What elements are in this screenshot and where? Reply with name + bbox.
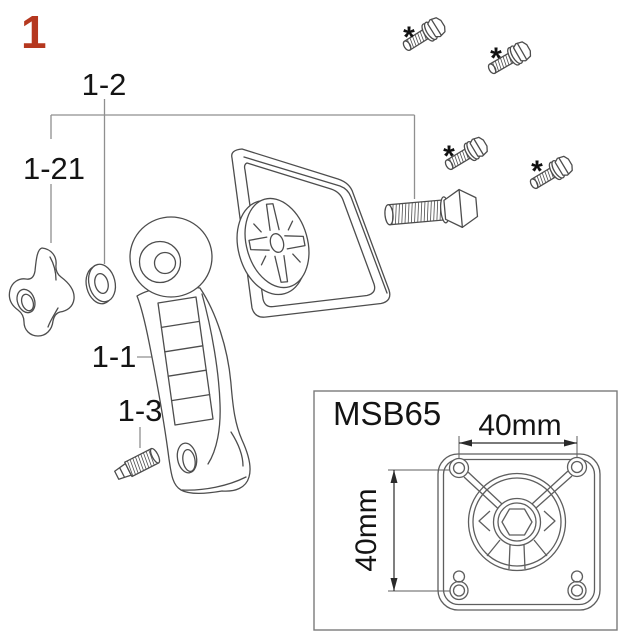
callout-label-setscrew: 1-3 xyxy=(118,393,163,428)
flange-screws: * * * * xyxy=(398,14,576,195)
callout-leader-lines xyxy=(50,99,416,448)
callout-label-washer: 1-2 xyxy=(82,67,127,102)
notch-left xyxy=(478,510,491,532)
washer-hole xyxy=(94,273,109,294)
arm-head-socket xyxy=(153,251,177,275)
boss-spline-star xyxy=(243,202,312,284)
asterisk-marker-4: * xyxy=(531,155,543,188)
asterisk-marker-3: * xyxy=(443,140,455,173)
dimension-width-label: 40mm xyxy=(478,409,561,442)
hole-top-left xyxy=(448,457,470,479)
set-screw xyxy=(114,447,161,480)
hole-top-right xyxy=(566,456,588,478)
dimension-height: 40mm xyxy=(350,469,450,592)
arm-bottom-hole-inner xyxy=(182,448,196,473)
inset-model-label: MSB65 xyxy=(333,395,441,432)
clamp-knob xyxy=(8,247,75,337)
knob-hole-inner xyxy=(20,293,35,312)
arm-grip-ribs xyxy=(157,296,214,426)
strut-right xyxy=(531,470,573,509)
callout-label-knob: 1-21 xyxy=(23,151,85,186)
hex-bolt xyxy=(384,188,479,229)
asterisk-marker-2: * xyxy=(490,42,502,75)
mounting-plate xyxy=(231,148,391,318)
washer xyxy=(85,263,117,305)
boss-front-outer xyxy=(467,472,567,572)
pivot-arm xyxy=(129,216,251,495)
inset-panel: MSB65 xyxy=(313,390,618,631)
inset-plate-front-view xyxy=(437,453,601,611)
spoke-bottom xyxy=(508,544,526,570)
callout-label-arm: 1-1 xyxy=(92,339,137,374)
notch-right xyxy=(543,510,556,532)
boss-hex-nut xyxy=(501,508,533,536)
step-number-label: 1 xyxy=(21,6,47,58)
asterisk-marker-1: * xyxy=(403,21,415,54)
dimension-height-label: 40mm xyxy=(350,488,383,571)
strut-left xyxy=(463,471,503,509)
dimension-width: 40mm xyxy=(458,409,578,458)
